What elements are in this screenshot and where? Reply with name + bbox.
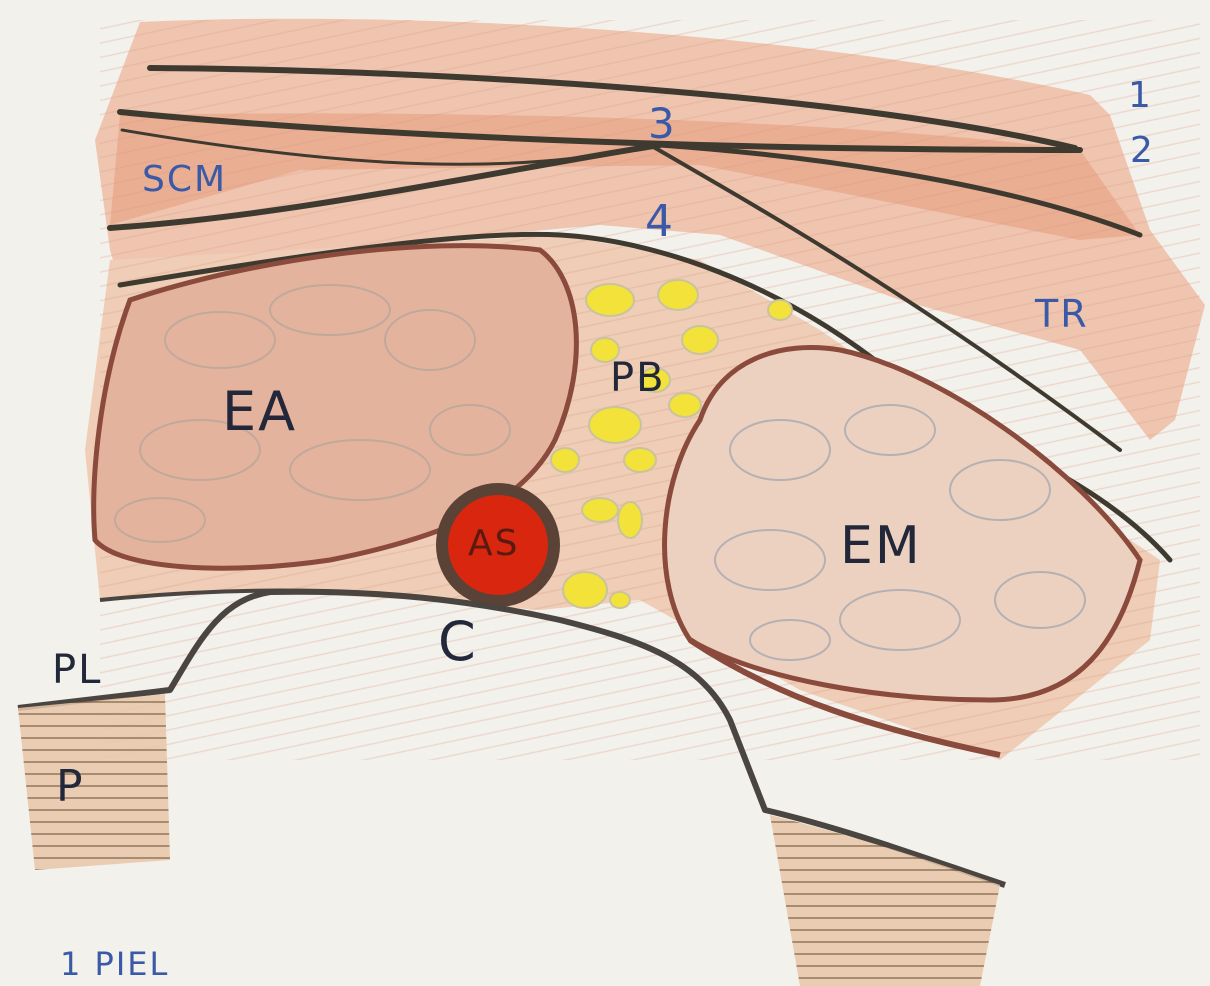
label-p: P (56, 765, 85, 809)
label-ea: EA (222, 385, 297, 439)
lung-right (770, 815, 1000, 986)
label-as: AS (468, 526, 519, 562)
label-2: 2 (1130, 133, 1155, 169)
label-1: 1 (1128, 78, 1153, 114)
label-em: EM (840, 520, 922, 572)
label-scm: SCM (142, 162, 227, 198)
label-pl: PL (52, 650, 102, 690)
label-pb: PB (610, 358, 666, 398)
legend-item-1: 1 PIEL (60, 948, 169, 980)
label-4: 4 (645, 200, 675, 244)
label-c: C (438, 615, 478, 669)
lung-left (18, 694, 170, 870)
label-3: 3 (648, 103, 677, 145)
label-tr: TR (1035, 295, 1089, 333)
